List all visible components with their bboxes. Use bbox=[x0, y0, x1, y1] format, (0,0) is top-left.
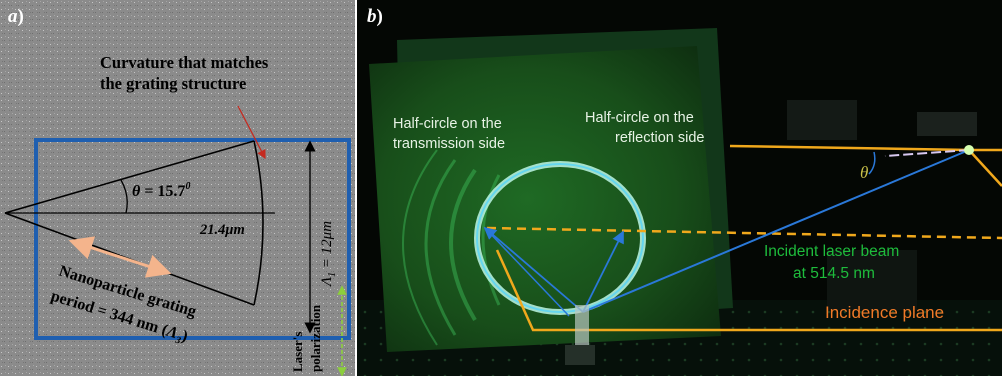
sample-mount bbox=[565, 345, 595, 365]
incident-beam-label-line2: at 514.5 nm bbox=[793, 265, 875, 282]
theta-arc bbox=[868, 151, 876, 175]
laser-spot bbox=[964, 145, 974, 155]
panel-a-sem-image: a) Curvature that matches the grating st… bbox=[0, 0, 355, 376]
polarization-label-line2: polarization bbox=[308, 304, 323, 372]
angle-label: θ = 15.70 bbox=[132, 181, 190, 200]
incident-beam-label-line1: Incident laser beam bbox=[764, 243, 899, 260]
region-frame bbox=[34, 138, 351, 340]
transmission-label-line2: transmission side bbox=[393, 136, 505, 152]
ray-right bbox=[582, 230, 624, 313]
reflection-label-line2: reflection side bbox=[615, 130, 704, 146]
reflection-label-line1: Half-circle on the bbox=[585, 110, 694, 126]
curvature-pointer bbox=[237, 105, 266, 160]
panel-a-figure: a) Curvature that matches the grating st… bbox=[0, 0, 355, 376]
incidence-plane-bottom bbox=[495, 249, 1002, 332]
panel-b-label: b) bbox=[367, 6, 383, 27]
incidence-plane-dashed bbox=[486, 226, 1002, 240]
diffraction-arcs bbox=[402, 149, 501, 346]
polarization-label-line1: Laser's bbox=[290, 332, 305, 372]
ray-left bbox=[483, 226, 584, 313]
screen bbox=[369, 46, 721, 352]
incident-beam bbox=[582, 149, 970, 313]
panel-b-figure: b) Half-circle on the transmission side … bbox=[357, 0, 1002, 376]
panel-b-photo: b) Half-circle on the transmission side … bbox=[357, 0, 1002, 376]
incidence-plane-label: Incidence plane bbox=[825, 303, 944, 322]
panel-a-label: a) bbox=[8, 6, 24, 27]
theta-label: θ bbox=[860, 163, 868, 182]
sample-holder bbox=[575, 305, 589, 345]
radius-label: 21.4μm bbox=[199, 222, 245, 238]
sem-texture bbox=[0, 0, 355, 376]
grating-direction-arrow bbox=[68, 236, 172, 278]
transmission-label-line1: Half-circle on the bbox=[393, 116, 502, 132]
curvature-note-line1: Curvature that matches bbox=[100, 53, 269, 72]
lambda1-label: Λ1 = 12μm bbox=[319, 221, 338, 288]
curvature-note-line2: the grating structure bbox=[100, 74, 246, 93]
optics-hardware bbox=[787, 100, 857, 140]
